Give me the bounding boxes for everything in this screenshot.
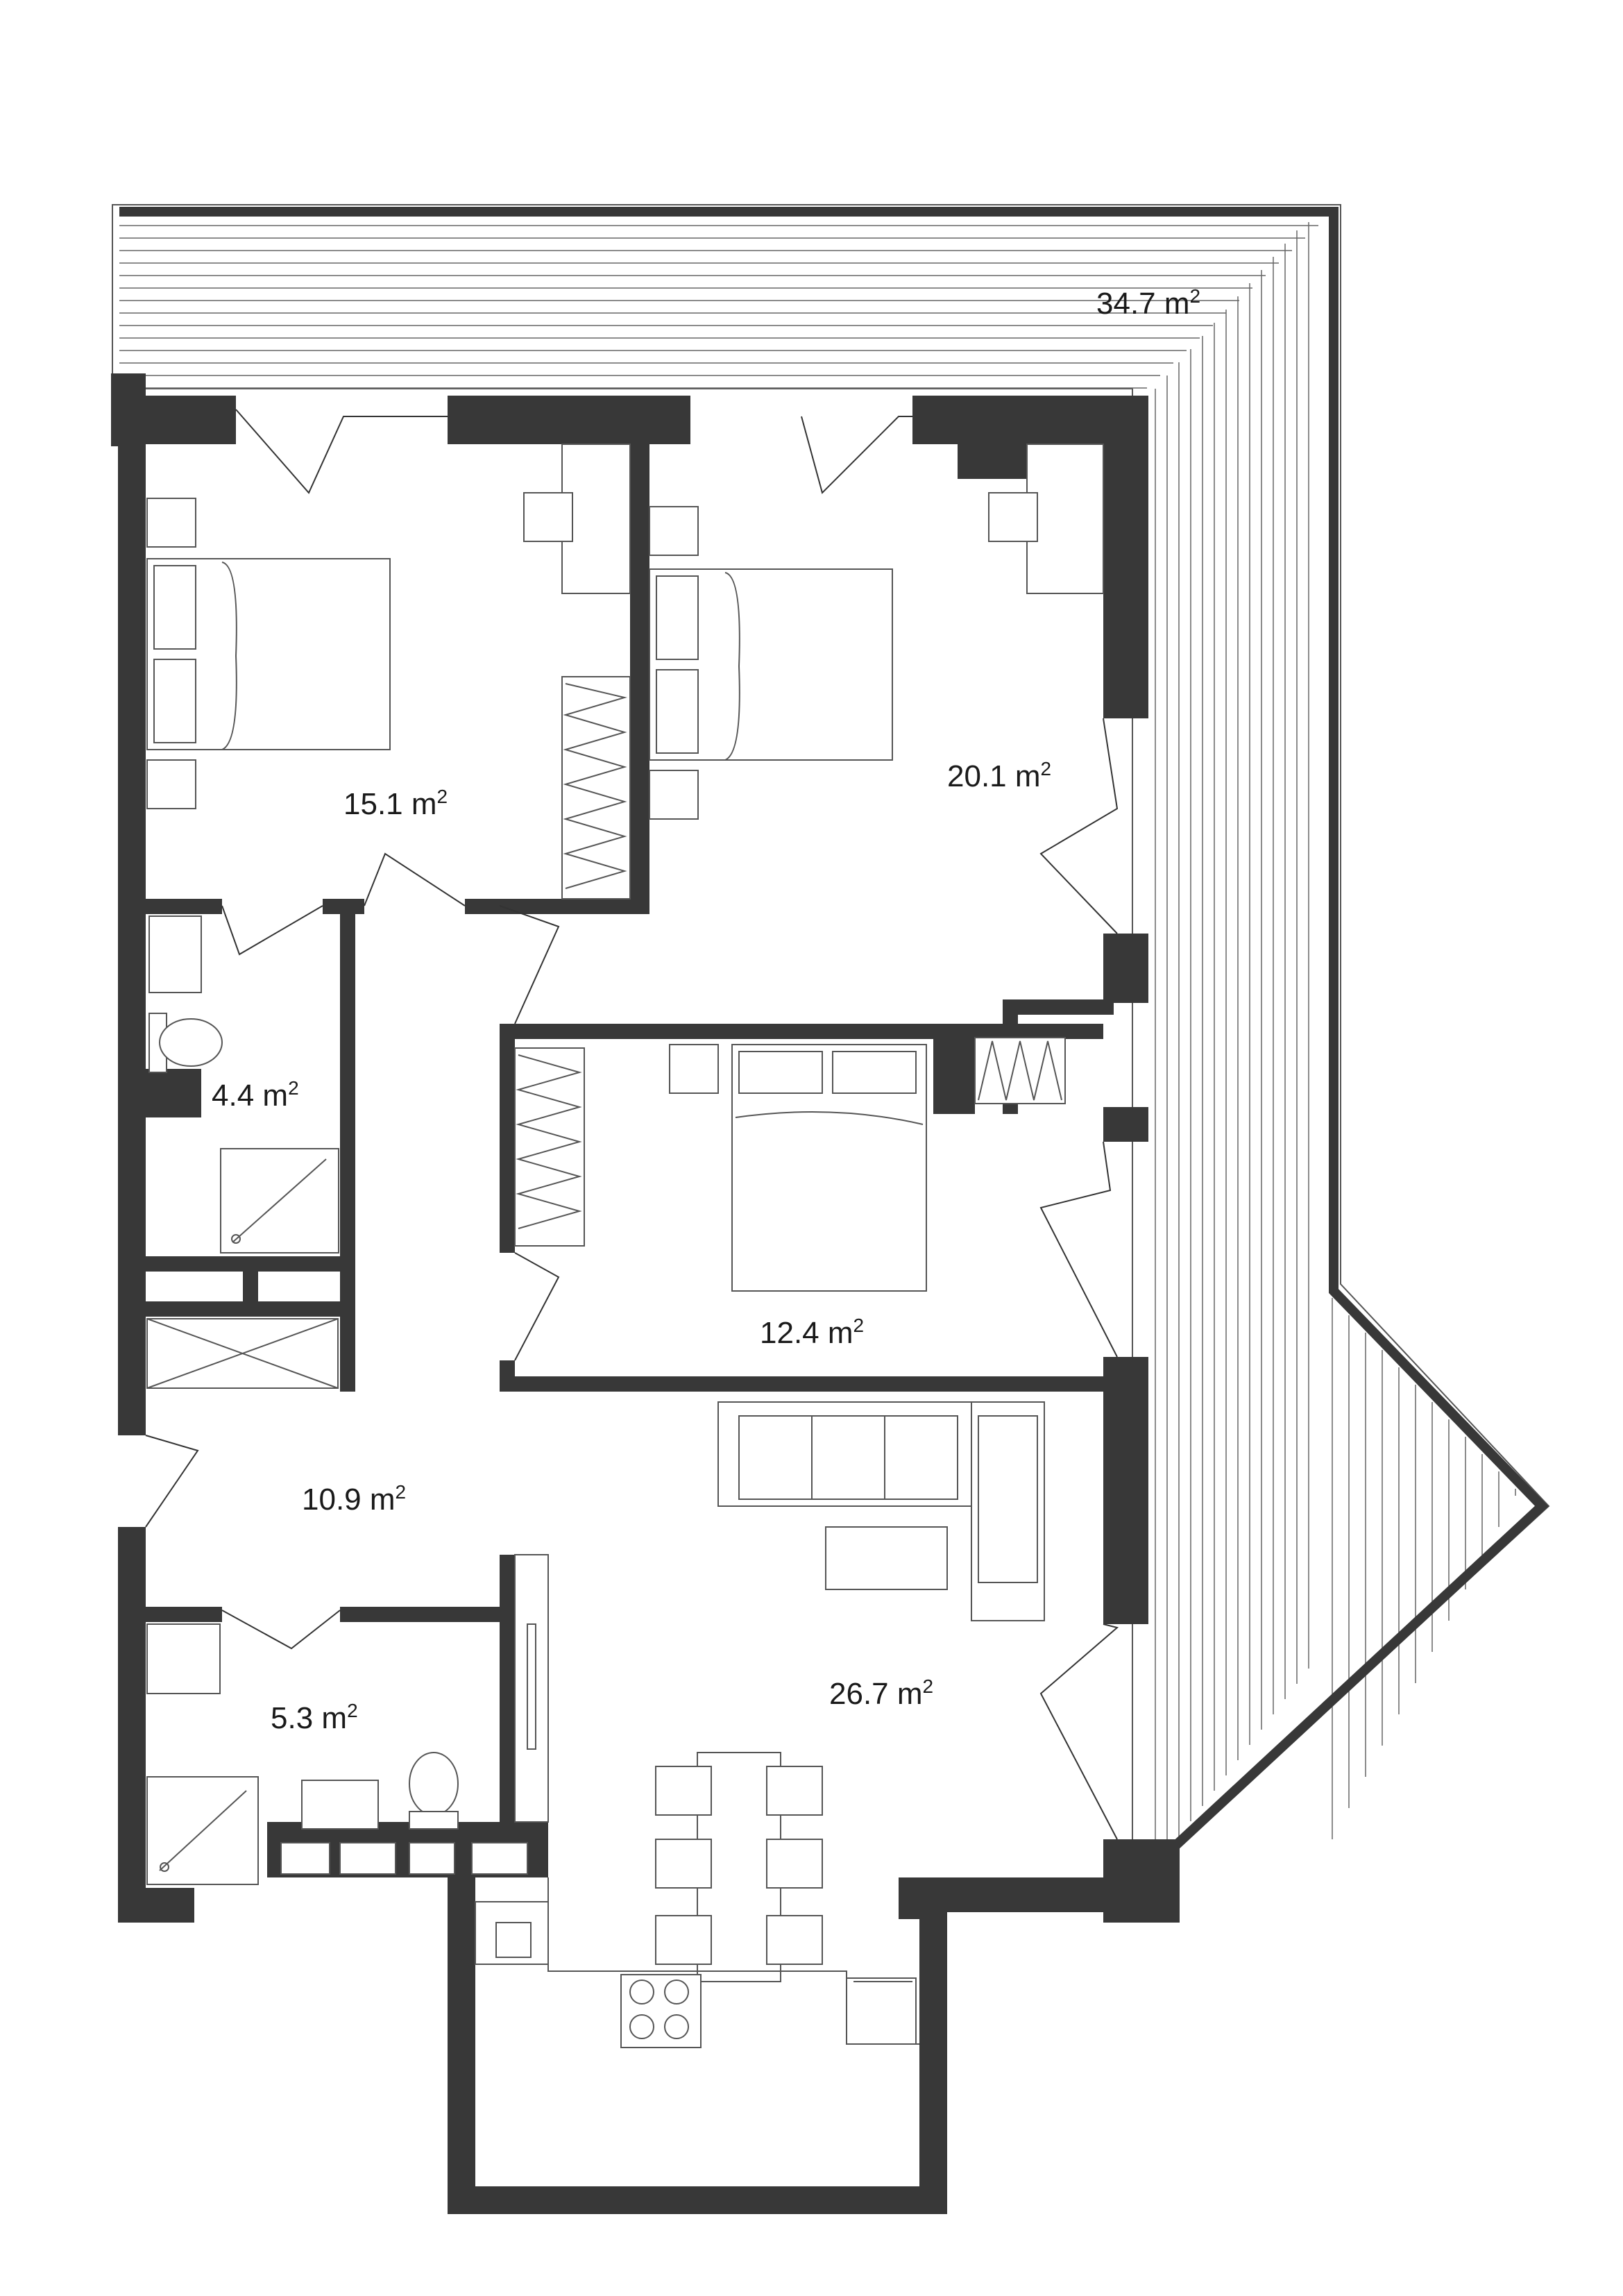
terrace <box>112 204 1550 1890</box>
toilet-bathroom-2 <box>409 1752 459 1830</box>
desk-bedroom-2 <box>988 444 1104 594</box>
closet-hall <box>146 1318 339 1389</box>
terrace-deck-boards-side <box>1155 222 1309 1867</box>
wardrobe-bedroom-3 <box>514 1047 585 1247</box>
bedroom-1-door <box>364 852 466 906</box>
terrace-railing <box>119 207 1549 1878</box>
coffee-table <box>825 1526 948 1590</box>
area-label-terrace: 34.7 m2 <box>1096 285 1200 321</box>
bedroom-3-door <box>514 1252 560 1361</box>
doors <box>145 409 1119 1840</box>
kitchen-counter <box>475 1877 919 2048</box>
balcony-door-2 <box>801 416 912 494</box>
furniture <box>146 444 1104 2048</box>
sink-bathroom-1 <box>148 915 202 993</box>
washer-storage <box>280 1842 528 1875</box>
sink-bathroom-2 <box>301 1780 379 1830</box>
toilet-bathroom-1 <box>148 1013 223 1073</box>
desk-bedroom-1 <box>523 444 631 594</box>
bedroom-2-door <box>499 905 560 1024</box>
entrance-door <box>145 1435 199 1528</box>
nightstand-bedroom-1-top <box>146 498 196 548</box>
bed-bedroom-3 <box>731 1044 927 1292</box>
bed-bedroom-2 <box>649 568 893 761</box>
area-label-bedroom-1: 15.1 m2 <box>343 786 448 821</box>
shower-bathroom-1 <box>220 1148 339 1253</box>
sofa <box>717 1401 1045 1621</box>
area-label-bedroom-2: 20.1 m2 <box>947 758 1051 793</box>
nightstand-bedroom-2-top <box>649 506 699 556</box>
terrace-door-bedroom-3 <box>1039 1141 1118 1358</box>
wardrobe-bedroom-1 <box>561 676 631 900</box>
bathroom-1-door <box>221 905 323 956</box>
area-label-hall: 10.9 m2 <box>302 1481 406 1517</box>
area-labels: 34.7 m2 15.1 m2 20.1 m2 4.4 m2 12.4 m2 1… <box>212 285 1200 1735</box>
balcony-door-1 <box>235 409 448 494</box>
cabinet-bathroom-2 <box>146 1623 221 1694</box>
nightstand-bedroom-1-bottom <box>146 759 196 809</box>
bathroom-2-door <box>221 1610 341 1650</box>
area-label-bathroom-1: 4.4 m2 <box>212 1077 299 1113</box>
terrace-deck-boards-corner <box>1332 1298 1516 1839</box>
area-label-bathroom-2: 5.3 m2 <box>271 1700 358 1735</box>
wardrobe-hall <box>974 1037 1066 1104</box>
area-label-living-kitchen: 26.7 m2 <box>829 1675 933 1711</box>
terrace-door-bedroom-2 <box>1039 718 1119 934</box>
nightstand-bedroom-2-bottom <box>649 770 699 820</box>
terrace-deck-boards-top <box>119 225 1318 389</box>
nightstand-bedroom-3 <box>669 1044 719 1094</box>
terrace-door-living <box>1039 1623 1119 1840</box>
area-label-bedroom-3: 12.4 m2 <box>760 1315 864 1350</box>
shower-bathroom-2 <box>146 1776 259 1885</box>
tv-unit <box>514 1554 549 1823</box>
dining-table <box>655 1752 823 1982</box>
bed-bedroom-1 <box>146 558 391 750</box>
